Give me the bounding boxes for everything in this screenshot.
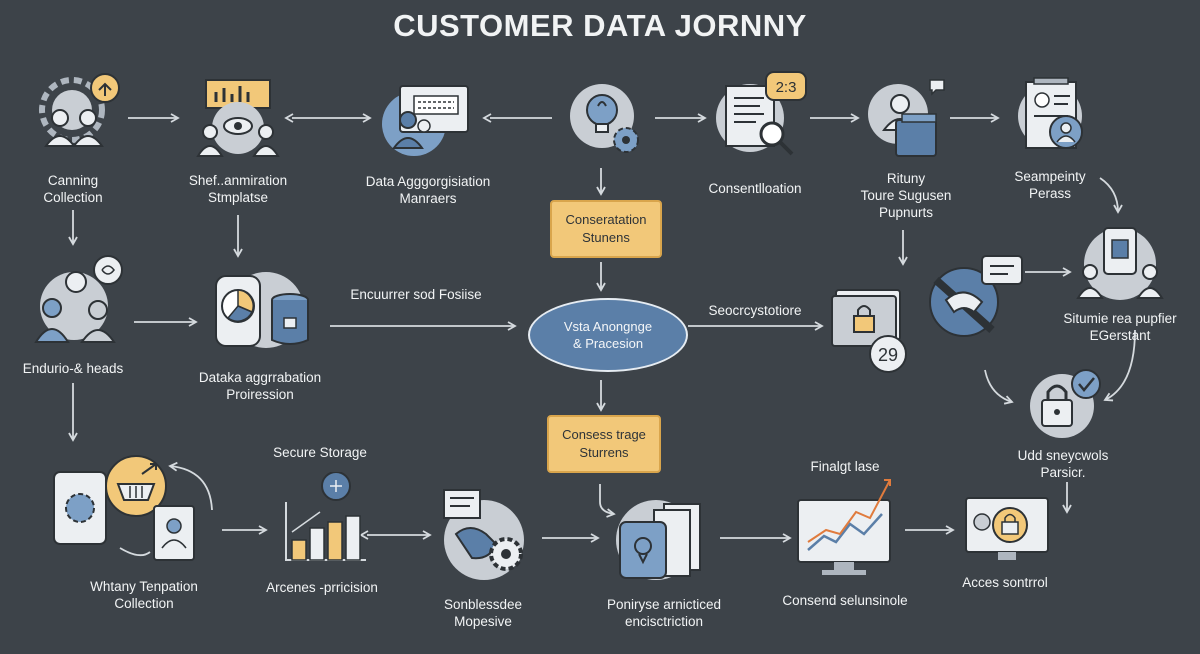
label-seampeinty: Seampeinty Perass [1014,168,1085,202]
label-seampeinty-2: Perass [1028,186,1072,201]
label-seampeinty-1: Seampeinty [1014,169,1086,184]
secure-folder-icon: 29 [828,282,908,383]
consess-box-line1: Consess trage [562,427,646,442]
arrow [1103,329,1136,402]
conservation-box-line1: Conseratation [565,212,647,227]
conservation-box-line2: Stunens [582,230,630,245]
label-arcenes: Arcenes -prricision [266,579,378,596]
tablet-basket-icon [46,452,206,577]
idea-gear-icon [560,76,650,167]
label-secure: Secure Storage [273,444,367,461]
label-situmie: Situmie rea pupfier EGerstant [1063,310,1176,344]
label-shef-2: Stmplatse [207,190,269,205]
label-poniryse-2: encisctriction [624,614,704,629]
label-situmie-1: Situmie rea pupfier [1063,311,1177,326]
label-situmie-2: EGerstant [1089,328,1151,343]
template-eye-icon [192,74,288,165]
label-consentil: Consentlloation [708,180,801,197]
label-sonbles-2: Mopesive [454,614,512,629]
users-folder-icon [862,70,952,167]
label-whtany-2: Collection [114,596,174,611]
access-control-monitor-icon [962,494,1052,579]
label-consentil-1: Consentlloation [708,181,802,196]
label-sonbles: Sonblessdee Mopesive [444,596,522,630]
lock-badge: 29 [878,345,898,365]
document-search-icon: 2:3 [710,68,810,173]
bar-chart-icon [280,471,370,573]
label-seocry: Seocrcystotiore [708,302,801,319]
doc-badge: 2:3 [776,79,797,96]
consess-box-line2: Sturrens [579,445,629,460]
page-title: CUSTOMER DATA JORNNY [393,8,807,43]
label-endurio-1: Endurio-& heads [22,361,124,376]
processing-oval: Vsta Anongnge & Pracesion [528,298,688,372]
hand-gear-icon [436,486,536,591]
label-dataka-1: Dataka aggrrabation [198,370,322,385]
label-ritunty: Rituny Toure Sugusen Pupnurts [861,170,952,221]
handshake-icon [918,250,1028,355]
device-user-icon [1070,220,1170,309]
label-consend: Consend selunsinole [782,592,907,609]
label-ritunty-2: Toure Sugusen [860,188,952,203]
profile-document-icon [1010,72,1100,167]
label-consend-1: Consend selunsinole [782,593,908,608]
arrow [984,369,1014,405]
label-secure-1: Secure Storage [273,445,367,460]
label-udd-1: Udd sneycwols [1017,448,1109,463]
label-shef: Shef..anmiration Stmplatse [189,172,287,206]
customer-group-icon [28,250,128,351]
arrow [119,547,151,557]
label-poniryse-1: Poniryse arnicticed [606,597,722,612]
label-udd: Udd sneycwols Parsicr. [1018,447,1109,481]
line-chart-monitor-icon [790,470,902,585]
label-canning: Canning Collection [43,172,102,206]
label-aggr-2: Manraers [399,191,457,206]
label-aggr: Data Agggorgisiation Manraers [366,173,491,207]
label-poniryse: Poniryse arnicticed encisctriction [607,596,721,630]
label-ritunty-3: Pupnurts [878,205,934,220]
label-encuurer: Encuurrer sod Fosiise [350,286,481,303]
arrow [599,484,616,518]
label-dataka: Dataka aggrrabation Proiression [199,369,321,403]
label-arcenes-1: Arcenes -prricision [266,580,378,595]
database-icon [206,266,316,363]
label-finalgt: Finalgt lase [810,458,879,475]
label-canning-2: Collection [43,190,103,205]
label-ritunty-1: Rituny [886,171,926,186]
shield-files-icon [606,494,710,595]
label-udd-2: Parsicr. [1040,465,1086,480]
label-whtany-1: Whtany Tenpation [90,579,198,594]
data-collection-icon [30,68,130,163]
arrow [168,461,213,511]
label-dataka-2: Proiression [226,387,294,402]
lock-check-icon [1020,362,1110,453]
label-acces: Acces sontrrol [962,574,1048,591]
consess-box: Consess trage Sturrens [547,415,661,473]
label-whtany: Whtany Tenpation Collection [90,578,198,612]
processing-oval-line1: Vsta Anongnge [563,319,653,334]
label-canning-1: Canning [47,173,99,188]
label-seocry-1: Seocrcystotiore [708,303,802,318]
label-sonbles-1: Sonblessdee [443,597,523,612]
label-encuurer-1: Encuurrer sod Fosiise [350,287,482,302]
label-endurio: Endurio-& heads [23,360,124,377]
processing-oval-line2: & Pracesion [572,336,644,351]
conservation-box: Conseratation Stunens [550,200,662,258]
aggregation-monitor-icon [380,78,476,167]
arrow [1099,177,1123,214]
label-aggr-1: Data Agggorgisiation [365,174,491,189]
label-finalgt-1: Finalgt lase [810,459,880,474]
label-acces-1: Acces sontrrol [962,575,1048,590]
label-shef-1: Shef..anmiration [188,173,288,188]
